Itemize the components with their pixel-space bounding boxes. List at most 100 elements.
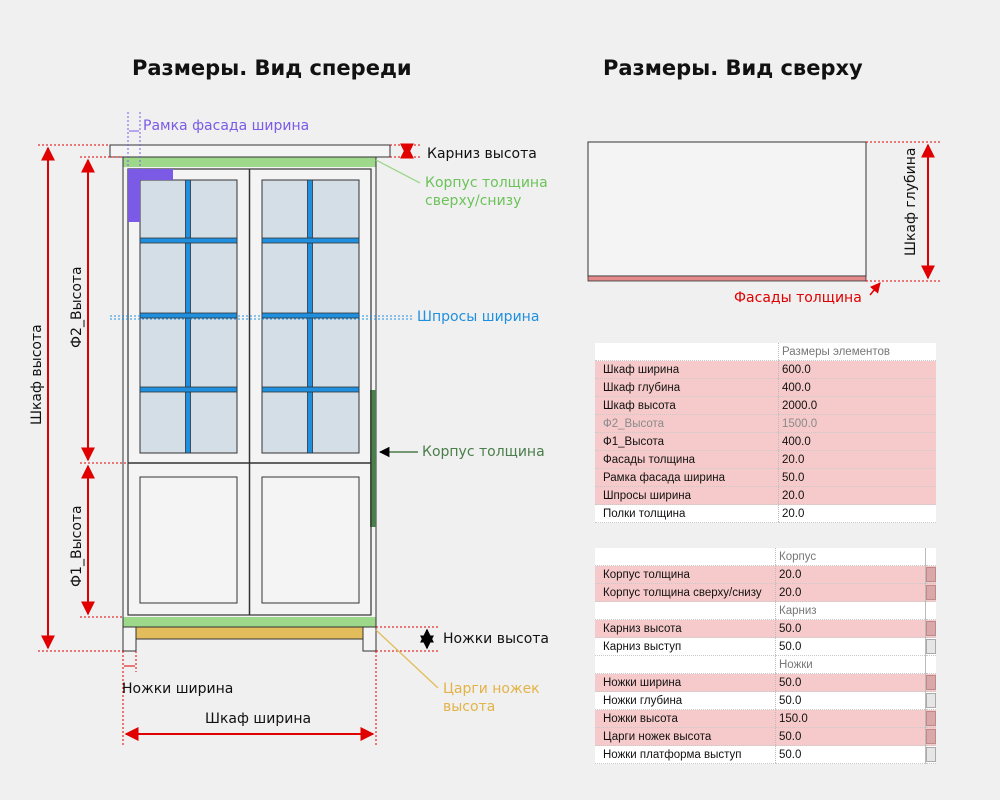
param-value[interactable]: 50.0 [775, 691, 926, 710]
param-label: Корпус толщина сверху/снизу [595, 583, 776, 602]
label-frame-width: Рамка фасада ширина [143, 118, 309, 134]
row-scroll-handle[interactable] [925, 565, 936, 584]
param-value[interactable]: 400.0 [778, 378, 936, 397]
row-scroll-handle[interactable] [925, 583, 936, 602]
cabinet-front-drawing [109, 144, 391, 652]
leg-apron [135, 626, 364, 640]
param-value[interactable]: 50.0 [775, 619, 926, 638]
param-label: Карниз высота [595, 619, 776, 638]
param-value[interactable]: 1500.0 [778, 414, 936, 433]
table-row[interactable]: Корпус [595, 548, 936, 566]
param-value[interactable]: 50.0 [778, 468, 936, 487]
lower-left-panel [139, 476, 238, 604]
row-scroll-handle[interactable] [925, 673, 936, 692]
param-label: Царги ножек высота [595, 727, 776, 746]
param-label: Ф2_Высота [595, 414, 779, 433]
label-body-thickness: Корпус толщина [422, 444, 545, 460]
row-scroll-handle[interactable] [925, 709, 936, 728]
label-cabinet-height: Шкаф высота [29, 324, 45, 425]
row-scroll-handle[interactable] [925, 637, 936, 656]
param-label: Ф1_Высота [595, 432, 779, 451]
row-scroll-handle[interactable] [925, 601, 936, 620]
cabinet-top-outline [587, 141, 867, 277]
param-label: Полки толщина [595, 504, 779, 523]
label-cabinet-width: Шкаф ширина [205, 711, 311, 727]
param-value[interactable]: 50.0 [775, 637, 926, 656]
label-facade-thickness: Фасады толщина [734, 290, 862, 306]
param-value[interactable]: 600.0 [778, 360, 936, 379]
row-scroll-handle[interactable] [925, 727, 936, 746]
param-label: Ножки высота [595, 709, 776, 728]
param-value[interactable]: 20.0 [778, 504, 936, 523]
param-label: Корпус толщина [595, 565, 776, 584]
body-bottom-panel [123, 617, 376, 627]
param-value[interactable]: 20.0 [775, 565, 926, 584]
param-value[interactable]: 2000.0 [778, 396, 936, 415]
param-value[interactable]: Карниз [775, 601, 926, 620]
param-value[interactable]: 20.0 [775, 583, 926, 602]
param-label: Шпросы ширина [595, 486, 779, 505]
row-scroll-handle[interactable] [925, 655, 936, 674]
param-value[interactable]: 150.0 [775, 709, 926, 728]
top-view-title: Размеры. Вид сверху [603, 56, 863, 80]
label-apron-height-1: Царги ножек [443, 681, 540, 697]
param-label: Ножки платформа выступ [595, 745, 776, 764]
param-label: Шкаф глубина [595, 378, 779, 397]
leg-right [362, 626, 377, 652]
label-body-top-bottom-2: сверху/снизу [425, 193, 521, 209]
label-cabinet-depth: Шкаф глубина [903, 148, 919, 256]
param-value[interactable]: 50.0 [775, 727, 926, 746]
label-legs-height: Ножки высота [443, 631, 549, 647]
row-scroll-handle[interactable] [925, 745, 936, 764]
table-row[interactable]: Карниз [595, 601, 936, 620]
param-label: Карниз выступ [595, 637, 776, 656]
param-label: Рамка фасада ширина [595, 468, 779, 487]
cornice [109, 144, 391, 158]
table-row[interactable]: Ножки [595, 655, 936, 674]
row-scroll-handle[interactable] [925, 548, 936, 566]
frame-width-highlight [128, 169, 140, 222]
param-value[interactable]: Корпус [775, 548, 926, 566]
lower-right-panel [261, 476, 360, 604]
param-value[interactable]: Ножки [775, 655, 926, 674]
body-top-panel [123, 157, 376, 167]
label-legs-width: Ножки ширина [122, 681, 233, 697]
table-header-cell: Размеры элементов [778, 343, 936, 361]
label-apron-height-2: высота [443, 699, 495, 715]
row-scroll-handle[interactable] [925, 619, 936, 638]
param-value[interactable]: 50.0 [775, 673, 926, 692]
param-label: Шкаф высота [595, 396, 779, 415]
param-value[interactable]: 50.0 [775, 745, 926, 764]
param-label [595, 548, 776, 566]
param-label [595, 601, 776, 620]
row-scroll-handle[interactable] [925, 691, 936, 710]
label-f2-height: Ф2_Высота [69, 266, 85, 348]
label-cornice-height: Карниз высота [427, 146, 537, 162]
param-value[interactable]: 20.0 [778, 486, 936, 505]
param-value[interactable]: 400.0 [778, 432, 936, 451]
label-body-top-bottom-1: Корпус толщина [425, 175, 548, 191]
param-label: Фасады толщина [595, 450, 779, 469]
param-value[interactable]: 20.0 [778, 450, 936, 469]
